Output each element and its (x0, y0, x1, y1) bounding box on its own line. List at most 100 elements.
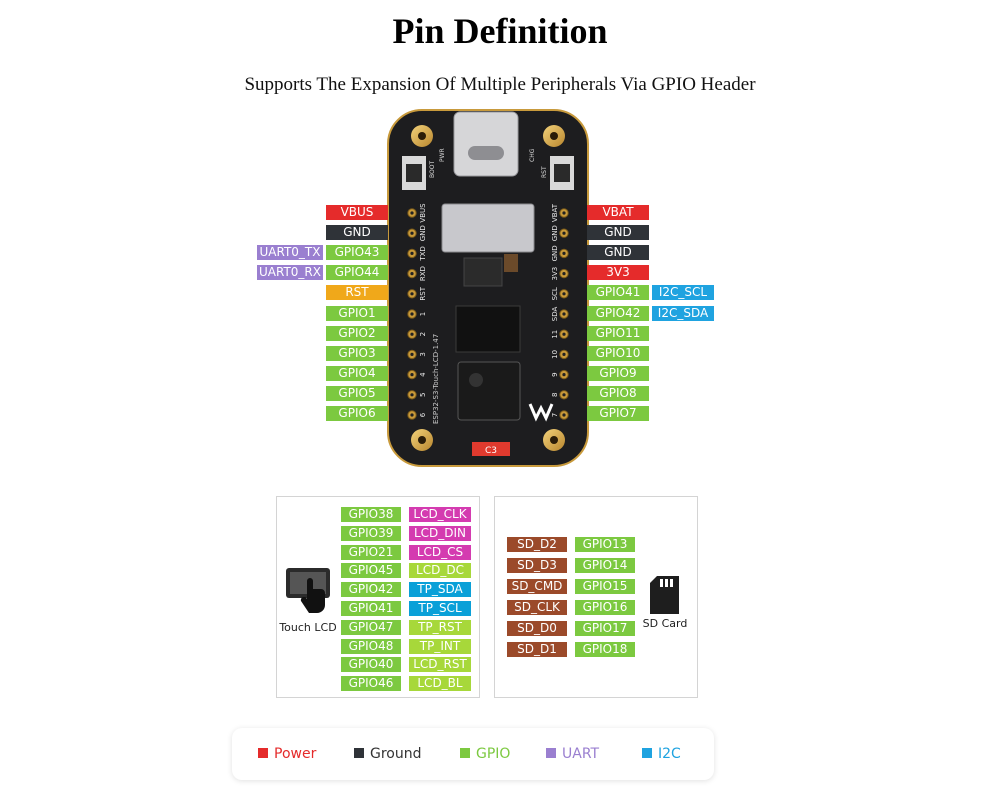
pin-silk-label: 8 (551, 393, 559, 397)
pin-silk-label: 7 (551, 413, 559, 417)
lcd-gpio-label: GPIO47 (341, 619, 401, 635)
lcd-gpio-label: GPIO42 (341, 582, 401, 598)
left-pin-vbus: VBUS (326, 205, 388, 220)
legend: Power Ground GPIO UART I2C (232, 728, 714, 780)
legend-label: UART (562, 746, 600, 762)
pin-silk-label: 4 (419, 372, 427, 377)
lcd-func-label: LCD_DC (409, 563, 471, 579)
left-pin-gpio2: GPIO2 (326, 325, 388, 341)
left-pin-rst: RST (326, 285, 388, 301)
lcd-func-label: TP_SDA (409, 582, 471, 598)
page-subtitle: Supports The Expansion Of Multiple Perip… (244, 74, 756, 95)
pin-silk-label: 5 (419, 393, 427, 397)
left-pin-gpio43: GPIO43 (326, 245, 388, 261)
lcd-gpio-label: GPIO21 (341, 544, 401, 560)
right-pin-gpio8: GPIO8 (587, 385, 649, 401)
mount-hole-icon (411, 125, 565, 451)
legend-swatch-icon (460, 748, 470, 758)
legend-swatch-icon (354, 748, 364, 758)
i2c-label: I2C_SCL (652, 285, 714, 301)
left-pin-gpio4: GPIO4 (326, 365, 388, 381)
legend-item-uart: UART (546, 746, 599, 762)
sd-gpio-label: GPIO13 (575, 537, 635, 552)
pin-silk-label: RXD (419, 266, 427, 281)
sd-func-label: SD_D1 (507, 642, 567, 657)
rst-silk: RST (541, 166, 548, 178)
pin-silk-label: VBAT (551, 203, 559, 222)
left-pin-gpio1: GPIO1 (326, 305, 388, 321)
sd-func-label: SD_D0 (507, 621, 567, 636)
pin-silk-label: 3V3 (551, 267, 559, 281)
pin-silk-label: GND (551, 245, 559, 261)
sd-func-label: SD_D3 (507, 558, 567, 573)
pin-silk-label: 2 (419, 332, 427, 336)
i2c-label: I2C_SDA (652, 305, 714, 321)
legend-item-power: Power (258, 746, 316, 762)
pin-silk-label: SCL (551, 287, 559, 300)
touch-lcd-caption: Touch LCD (279, 621, 337, 634)
lcd-gpio-label: GPIO41 (341, 601, 401, 616)
left-pin-gnd: GND (326, 225, 388, 241)
left-pin-gpio3: GPIO3 (326, 345, 388, 361)
uart-label: UART0_TX (257, 245, 323, 261)
lcd-func-label: LCD_CLK (409, 507, 471, 522)
c3-label: C3 (485, 446, 497, 456)
sd-slot-icon (441, 203, 535, 253)
lcd-gpio-label: GPIO46 (341, 676, 401, 692)
uart-label: UART0_RX (257, 265, 323, 281)
right-pin-gpio42: GPIO42 (587, 305, 649, 321)
lcd-func-label: LCD_RST (409, 657, 471, 673)
chg-silk: CHG (529, 148, 536, 162)
lcd-gpio-label: GPIO45 (341, 563, 401, 579)
legend-swatch-icon (642, 748, 652, 758)
pin-silk-label: VBUS (419, 203, 427, 223)
right-pin-gpio41: GPIO41 (587, 285, 649, 301)
sd-gpio-label: GPIO15 (575, 579, 635, 594)
sd-gpio-label: GPIO14 (575, 558, 635, 573)
lcd-func-label: TP_INT (409, 638, 471, 654)
right-pin-3v3: 3V3 (587, 265, 649, 281)
esp32-chip-icon (457, 361, 521, 421)
right-pin-gpio7: GPIO7 (587, 406, 649, 421)
sd-card-icon (650, 576, 679, 614)
pwr-silk: PWR (439, 148, 446, 162)
board-name-silk: ESP32-S3-Touch-LCD-1.47 (432, 334, 440, 424)
right-pin-gpio11: GPIO11 (587, 325, 649, 341)
pin-silk-label: GND (419, 225, 427, 241)
right-pin-gnd: GND (587, 245, 649, 261)
usb-c-connector-icon (453, 111, 519, 177)
legend-item-ground: Ground (354, 746, 422, 762)
legend-label: GPIO (476, 746, 511, 762)
legend-swatch-icon (546, 748, 556, 758)
page-title: Pin Definition (392, 11, 608, 51)
pin-silk-label: 6 (419, 412, 427, 417)
legend-item-i2c: I2C (642, 746, 681, 762)
pin-silk-label: 3 (419, 352, 427, 356)
sd-func-label: SD_CMD (507, 579, 567, 594)
left-pin-gpio44: GPIO44 (326, 265, 388, 281)
right-pin-vbat: VBAT (587, 205, 649, 220)
lcd-gpio-label: GPIO40 (341, 657, 401, 673)
lcd-func-label: LCD_BL (409, 676, 471, 692)
pin-silk-label: 1 (419, 312, 427, 316)
lcd-func-label: LCD_CS (409, 544, 471, 560)
sd-func-label: SD_D2 (507, 537, 567, 552)
sd-gpio-label: GPIO17 (575, 621, 635, 636)
pin-silk-label: SDA (551, 307, 559, 322)
left-pin-gpio6: GPIO6 (326, 406, 388, 421)
sd-gpio-label: GPIO16 (575, 600, 635, 615)
legend-label: Power (274, 746, 317, 762)
legend-label: I2C (658, 746, 681, 762)
pin-silk-label: RST (419, 286, 427, 300)
lcd-func-label: TP_SCL (409, 601, 471, 616)
sd-card-caption: SD Card (642, 617, 688, 630)
legend-item-gpio: GPIO (460, 746, 510, 762)
lcd-func-label: TP_RST (409, 619, 471, 635)
right-pin-gpio9: GPIO9 (587, 365, 649, 381)
left-pin-gpio5: GPIO5 (326, 385, 388, 401)
right-pin-gnd: GND (587, 225, 649, 241)
